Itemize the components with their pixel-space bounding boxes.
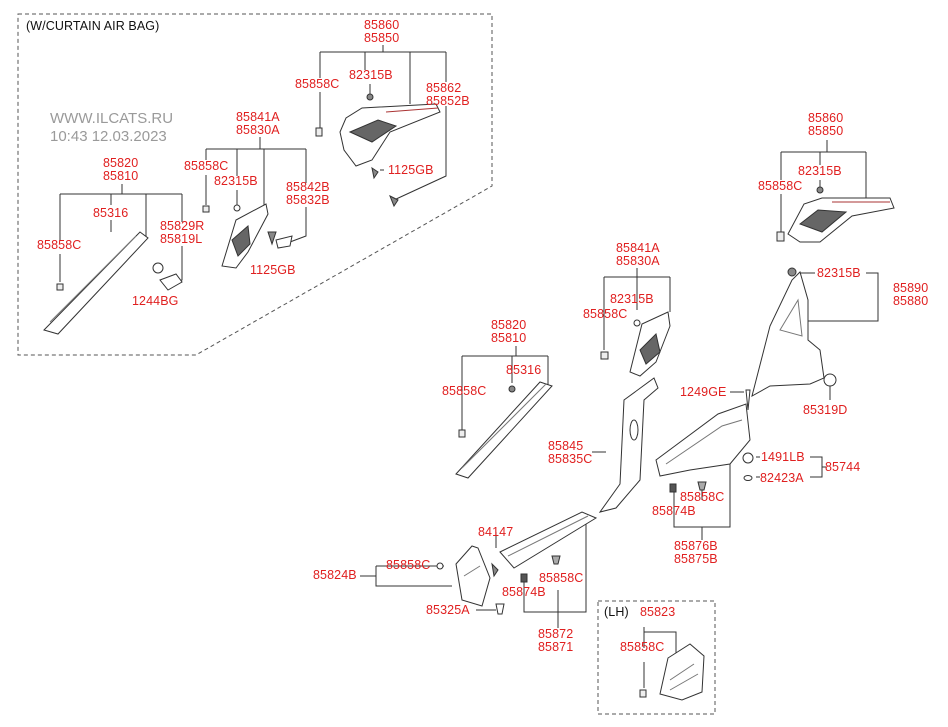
front-scuff-plate-right xyxy=(499,511,598,569)
part-label-85874b[interactable]: 85874B xyxy=(502,585,546,599)
part-label-1125gb[interactable]: 1125GB xyxy=(250,263,296,277)
part-label-85858c[interactable]: 85858C xyxy=(680,490,725,504)
part-label-82315b[interactable]: 82315B xyxy=(798,164,842,178)
part-label-85858c[interactable]: 85858C xyxy=(295,77,340,91)
watermark-url: WWW.ILCATS.RU xyxy=(50,110,174,127)
rear-quarter-trim-right xyxy=(751,271,825,398)
part-label-1125gb[interactable]: 1125GB xyxy=(388,163,434,177)
part-label-82315b[interactable]: 82315B xyxy=(817,266,861,280)
a-pillar-trim-right xyxy=(455,381,553,479)
part-label-1249ge[interactable]: 1249GE xyxy=(680,385,727,399)
part-label-85316[interactable]: 85316 xyxy=(506,363,542,377)
b-pillar-lower-right xyxy=(598,377,659,513)
lh-box-title: (LH) xyxy=(604,605,629,619)
curtain-airbag-box-title: (W/CURTAIN AIR BAG) xyxy=(26,19,160,33)
curtain-airbag-box-outline xyxy=(17,13,493,356)
part-label-82315b[interactable]: 82315B xyxy=(214,174,258,188)
lh-box-outline xyxy=(597,600,716,715)
c-pillar-trim-right xyxy=(787,197,895,243)
part-label-85858c[interactable]: 85858C xyxy=(758,179,803,193)
part-label-85858c[interactable]: 85858C xyxy=(442,384,487,398)
cowl-side-trim-right xyxy=(455,545,491,607)
part-label-85858c[interactable]: 85858C xyxy=(583,307,628,321)
part-label-85316[interactable]: 85316 xyxy=(93,206,129,220)
part-label-85823[interactable]: 85823 xyxy=(640,605,676,619)
part-label-85325a[interactable]: 85325A xyxy=(426,603,470,617)
part-label-85858c[interactable]: 85858C xyxy=(386,558,431,572)
part-label-85744[interactable]: 85744 xyxy=(825,460,861,474)
part-label-1491lb[interactable]: 1491LB xyxy=(761,450,805,464)
part-label-85858c[interactable]: 85858C xyxy=(184,159,229,173)
part-label-82315b[interactable]: 82315B xyxy=(349,68,393,82)
rear-step-trim-right xyxy=(655,403,751,477)
part-label-85874b[interactable]: 85874B xyxy=(652,504,696,518)
part-label-82423a[interactable]: 82423A xyxy=(760,471,804,485)
part-label-85319d[interactable]: 85319D xyxy=(803,403,848,417)
part-label-85858c[interactable]: 85858C xyxy=(620,640,665,654)
part-label-85858c[interactable]: 85858C xyxy=(539,571,584,585)
watermark-timestamp: 10:43 12.03.2023 xyxy=(50,128,167,145)
part-label-85858c[interactable]: 85858C xyxy=(37,238,82,252)
part-label-84147[interactable]: 84147 xyxy=(478,525,514,539)
part-label-1244bg[interactable]: 1244BG xyxy=(132,294,179,308)
part-label-85824b[interactable]: 85824B xyxy=(313,568,357,582)
c-pillar-trim-left xyxy=(339,103,441,167)
part-label-82315b[interactable]: 82315B xyxy=(610,292,654,306)
